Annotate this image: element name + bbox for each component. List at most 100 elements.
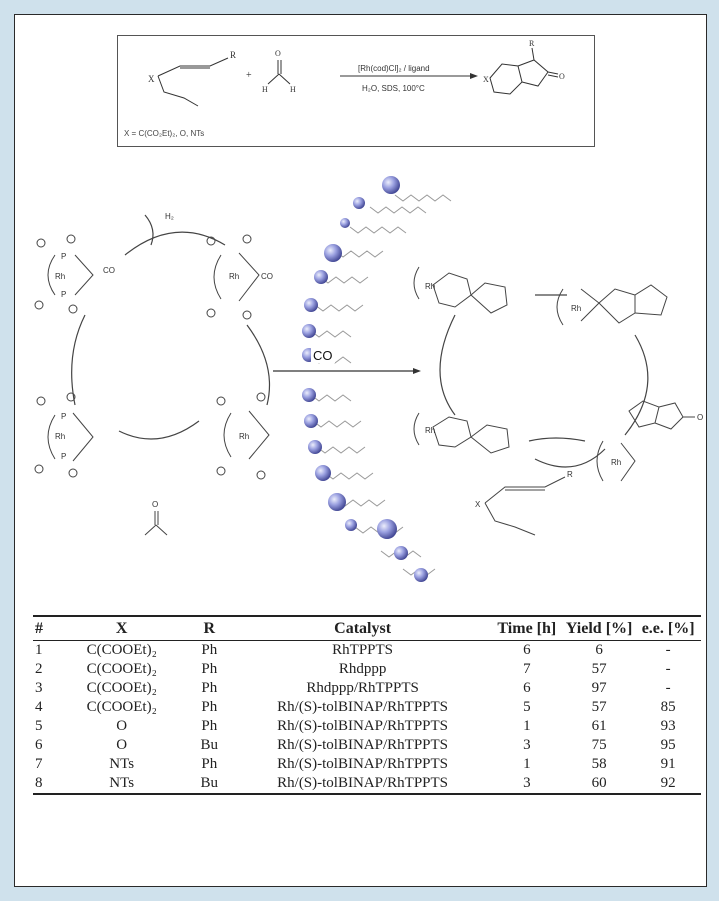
header-x: X: [115, 620, 128, 637]
cell-number: 8: [35, 775, 43, 791]
cell-time: 6: [523, 642, 531, 658]
cell-x: C(COOEt)₂: [86, 680, 157, 696]
cell-ee: 85: [660, 699, 676, 715]
cell-catalyst: Rhdppp/RhTPPTS: [306, 680, 419, 696]
cell-r: Bu: [200, 775, 219, 791]
cell-r: Ph: [201, 756, 218, 772]
cell-yield: 58: [591, 756, 607, 772]
bicyclic-product: [489, 47, 559, 95]
co-ligand-label-2: CO: [261, 272, 273, 281]
p-label-3: P: [61, 412, 66, 421]
rh-label-6: Rh: [425, 426, 435, 435]
header-time: Time [h]: [497, 620, 557, 637]
cell-x: C(COOEt)₂: [86, 642, 157, 658]
cell-ee: -: [665, 680, 671, 696]
header-ee: e.e. [%]: [641, 620, 695, 637]
cell-r: Ph: [201, 680, 218, 696]
cell-r: Ph: [201, 661, 218, 677]
cell-catalyst: Rh/(S)-tolBINAP/RhTPPTS: [277, 775, 449, 791]
formaldehyde-o-label: O: [152, 500, 158, 509]
formaldehyde-o: O: [275, 49, 281, 58]
cell-yield: 61: [591, 718, 607, 734]
cell-ee: -: [665, 661, 671, 677]
cell-r: Ph: [201, 718, 218, 734]
cell-catalyst: Rh/(S)-tolBINAP/RhTPPTS: [277, 718, 449, 734]
cell-time: 6: [523, 680, 531, 696]
cell-ee: 92: [660, 775, 676, 791]
cell-catalyst: Rhdppp: [338, 661, 387, 677]
cell-catalyst: RhTPPTS: [332, 642, 394, 658]
table-header-row: # X R Catalyst Time [h] Yield [%] e.e. […: [33, 616, 701, 641]
header-number: #: [35, 620, 43, 637]
formaldehyde-h1: H: [262, 85, 268, 94]
cell-r: Bu: [200, 737, 219, 753]
header-yield: Yield [%]: [565, 620, 633, 637]
product-o-label-cycle: O: [697, 413, 703, 422]
reaction-arrowhead: [470, 73, 478, 79]
cell-yield: 60: [591, 775, 607, 791]
cell-time: 3: [523, 737, 531, 753]
rh-label-1: Rh: [55, 272, 65, 281]
cell-yield: 6: [595, 642, 603, 658]
h2-label: H₂: [165, 212, 174, 221]
catalytic-cycle: Rh Rh Rh Rh Rh Rh Rh Rh P P P P H₂ CO CO…: [34, 176, 703, 582]
micelle-head-groups: [302, 176, 428, 582]
cell-ee: 93: [660, 718, 676, 734]
results-table: # X R Catalyst Time [h] Yield [%] e.e. […: [33, 615, 701, 795]
formaldehyde: [267, 60, 291, 85]
co-label: CO: [311, 348, 335, 363]
cell-catalyst: Rh/(S)-tolBINAP/RhTPPTS: [277, 756, 449, 772]
enyne-substrate: [157, 57, 229, 107]
rh-complexes: [34, 234, 695, 536]
enyne-r-label: R: [567, 470, 573, 479]
co-ligand-label-1: CO: [103, 266, 115, 275]
p-label-2: P: [61, 290, 66, 299]
p-label-1: P: [61, 252, 66, 261]
conditions-top: [Rh(cod)Cl]₂ / ligand: [358, 64, 430, 73]
plus-sign: +: [246, 70, 252, 81]
cell-yield: 97: [591, 680, 607, 696]
rh-label-5: Rh: [425, 282, 435, 291]
cell-ee: 91: [660, 756, 676, 772]
cell-ee: 95: [660, 737, 676, 753]
p-label-4: P: [61, 452, 66, 461]
product-r-label: R: [529, 39, 535, 48]
rh-label-8: Rh: [611, 458, 621, 467]
header-r: R: [203, 620, 216, 637]
header-catalyst: Catalyst: [334, 620, 392, 637]
cell-yield: 57: [591, 699, 607, 715]
cell-x: C(COOEt)₂: [86, 699, 157, 715]
product-x-label: X: [483, 75, 489, 84]
cell-time: 5: [523, 699, 531, 715]
product-o-label: O: [559, 72, 565, 81]
cell-r: Ph: [201, 699, 218, 715]
enyne-x-label: X: [475, 500, 481, 509]
cell-ee: -: [665, 642, 671, 658]
formaldehyde-h2: H: [290, 85, 296, 94]
scheme-r-label: R: [230, 50, 236, 60]
cell-x: O: [116, 718, 128, 734]
scheme-x-label: X: [148, 74, 155, 84]
cell-x: NTs: [109, 756, 135, 772]
cell-number: 6: [35, 737, 43, 753]
cell-number: 4: [35, 699, 43, 715]
conditions-bottom: H₂O, SDS, 100°C: [362, 84, 425, 93]
co-arrowhead: [413, 368, 421, 374]
cell-yield: 75: [591, 737, 607, 753]
cell-number: 1: [35, 642, 43, 658]
rh-label-7: Rh: [571, 304, 581, 313]
rh-label-3: Rh: [55, 432, 65, 441]
cell-yield: 57: [591, 661, 607, 677]
cell-r: Ph: [201, 642, 218, 658]
rh-label-4: Rh: [239, 432, 249, 441]
reaction-scheme-drawing: R X + O H H X O R: [148, 39, 565, 107]
cell-time: 1: [523, 756, 531, 772]
figure-frame: R X + O H H X O R [Rh(cod): [14, 14, 707, 887]
